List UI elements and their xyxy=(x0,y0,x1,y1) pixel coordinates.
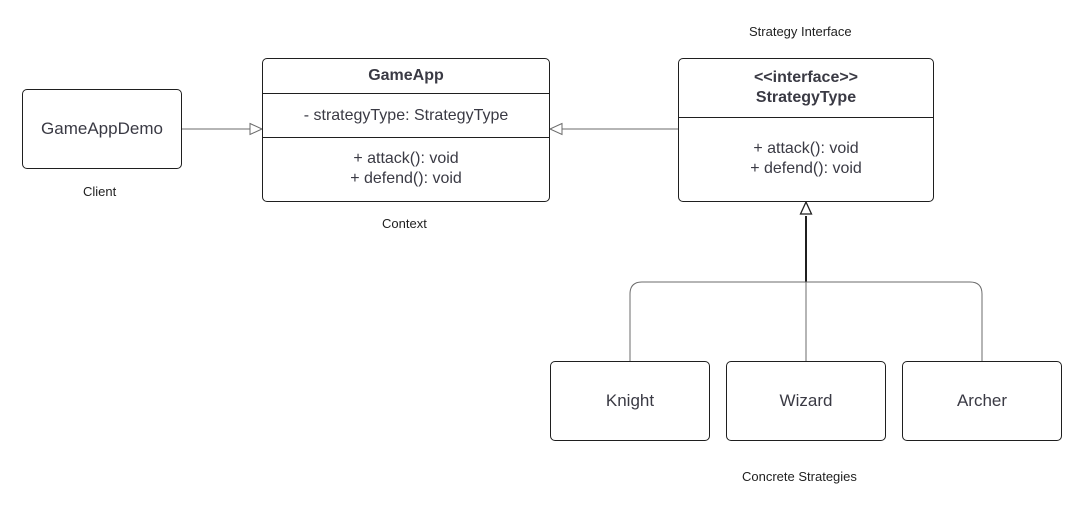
strategy-wizard-box[interactable]: Wizard xyxy=(726,361,886,441)
strategy-name: Wizard xyxy=(779,391,833,410)
context-header: GameApp xyxy=(263,59,549,93)
context-method: + defend(): void xyxy=(350,170,462,187)
realization-connector xyxy=(629,200,983,361)
context-name: GameApp xyxy=(368,67,444,84)
interface-name: StrategyType xyxy=(755,89,857,106)
interface-methods: + attack(): void + defend(): void xyxy=(679,117,933,200)
strategy-name: Knight xyxy=(605,391,655,410)
client-label: Client xyxy=(83,184,117,199)
interface-method: + defend(): void xyxy=(750,160,862,177)
strategy-name: Archer xyxy=(956,391,1008,410)
client-box[interactable]: GameAppDemo xyxy=(22,89,182,169)
interface-class[interactable]: <<interface>> StrategyType + attack(): v… xyxy=(678,58,934,202)
interface-label: Strategy Interface xyxy=(749,24,852,39)
context-method: + attack(): void xyxy=(353,150,459,167)
context-methods: + attack(): void + defend(): void xyxy=(263,137,549,200)
interface-stereotype: <<interface>> xyxy=(753,69,859,86)
strategy-archer-box[interactable]: Archer xyxy=(902,361,1062,441)
context-class[interactable]: GameApp - strategyType: StrategyType + a… xyxy=(262,58,550,202)
context-label: Context xyxy=(382,216,427,231)
client-name: GameAppDemo xyxy=(41,119,163,138)
context-attribute: - strategyType: StrategyType xyxy=(303,106,509,124)
interface-header: <<interface>> StrategyType xyxy=(679,59,933,117)
client-to-context-arrow xyxy=(182,122,264,136)
strategies-label: Concrete Strategies xyxy=(742,469,857,484)
interface-method: + attack(): void xyxy=(753,140,859,157)
context-attributes: - strategyType: StrategyType xyxy=(263,93,549,137)
strategy-knight-box[interactable]: Knight xyxy=(550,361,710,441)
interface-to-context-arrow xyxy=(548,122,678,136)
